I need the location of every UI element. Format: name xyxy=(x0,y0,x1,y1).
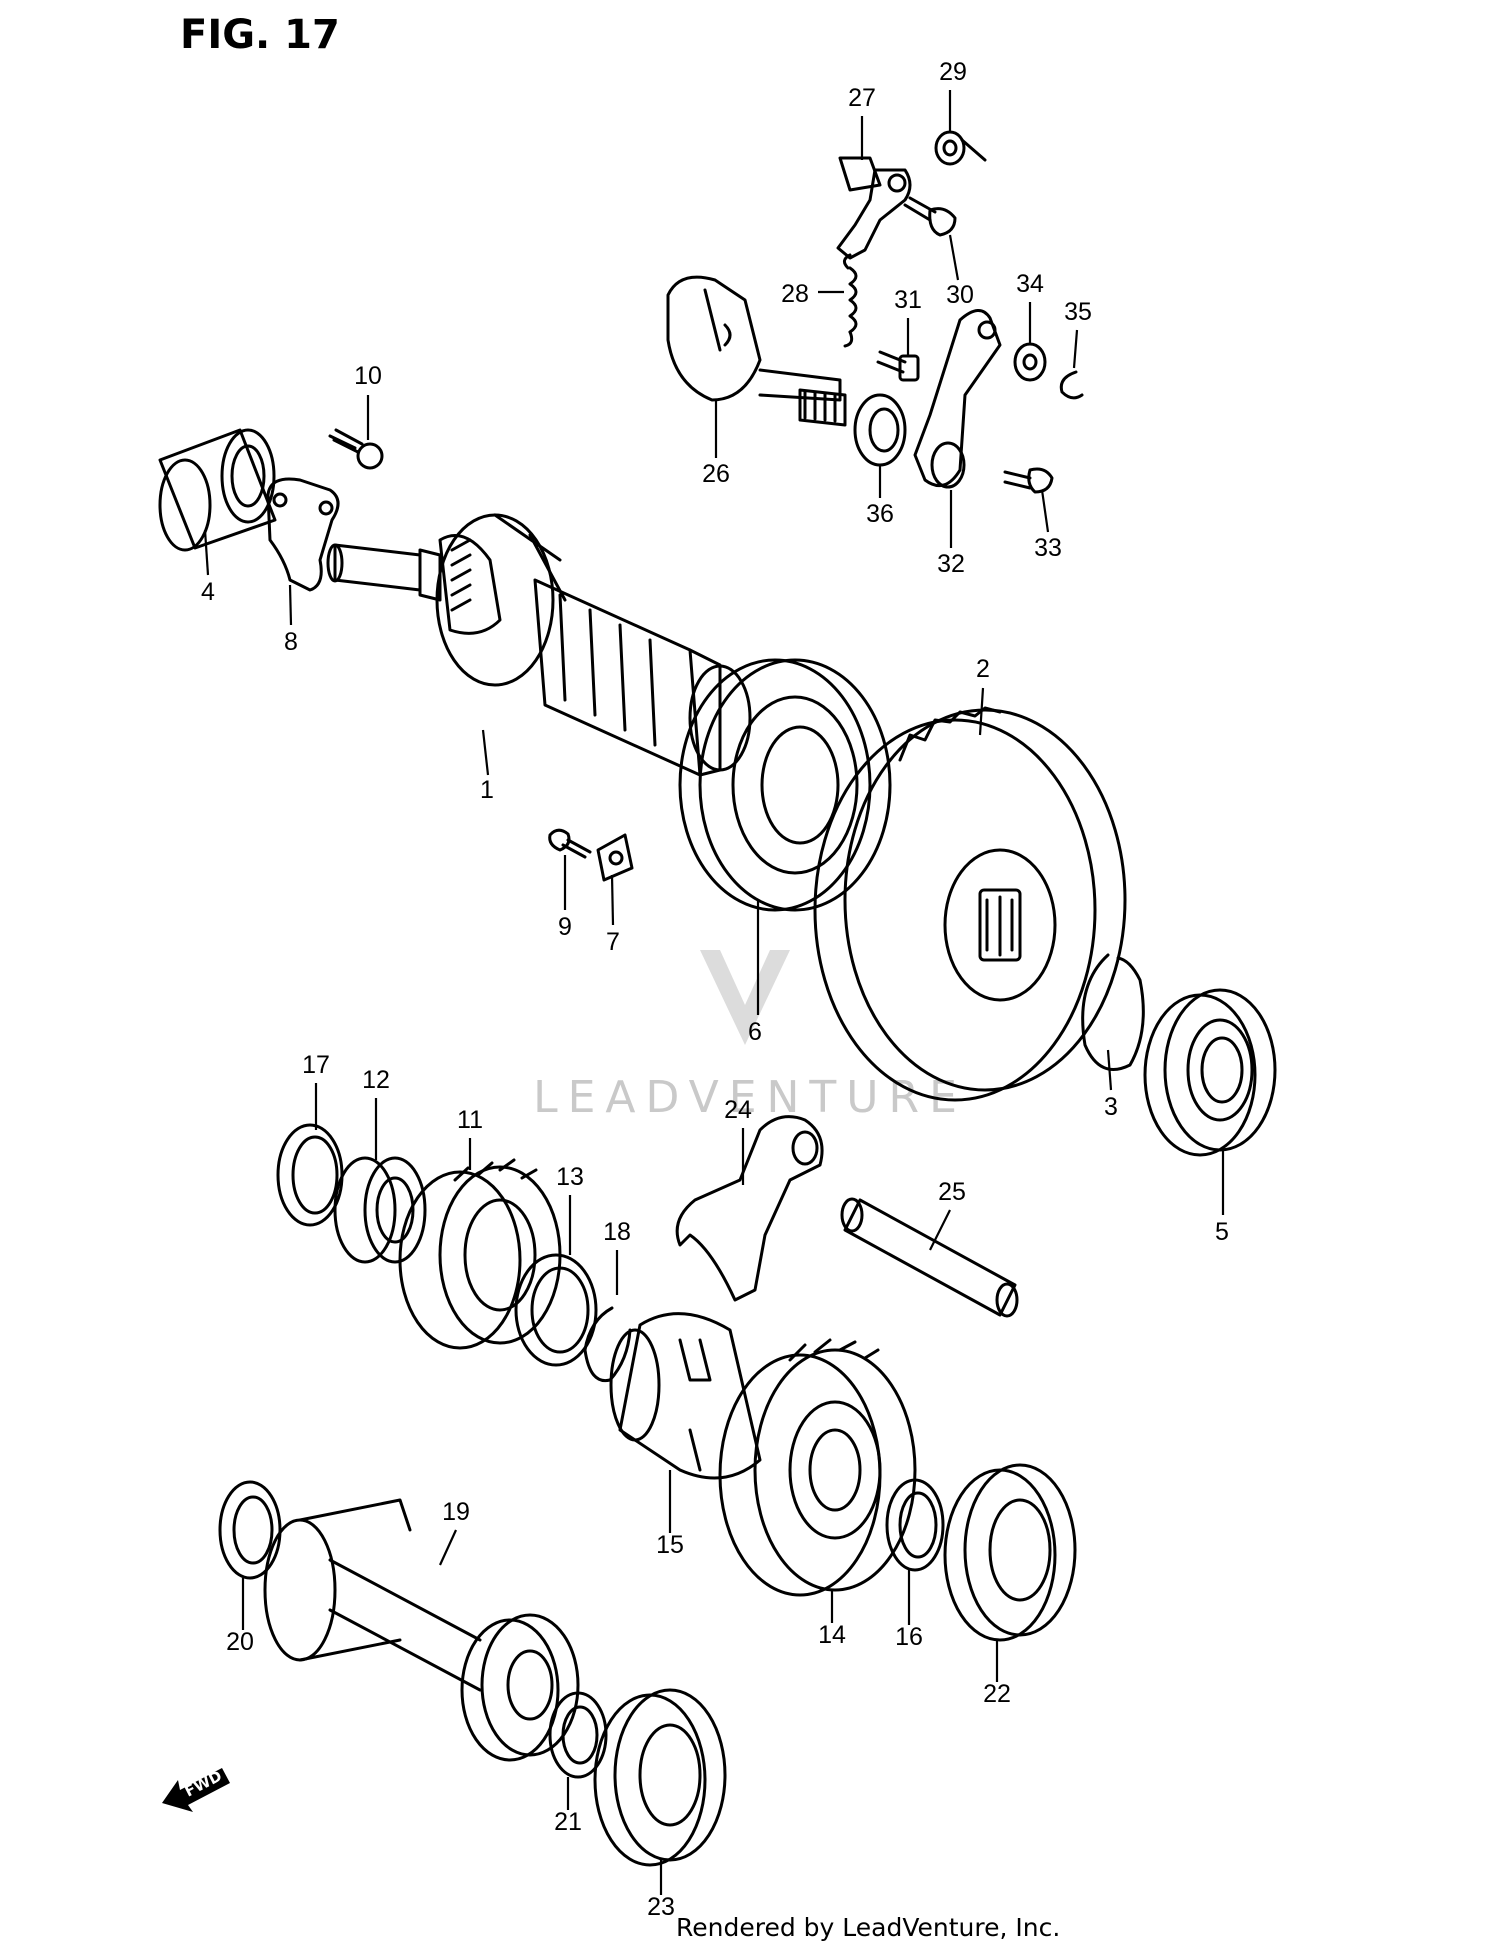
callout-23: 23 xyxy=(647,1893,675,1921)
part-14-gear xyxy=(718,1338,917,1597)
forward-direction-arrow: FWD xyxy=(162,1767,230,1812)
callout-33: 33 xyxy=(1034,534,1062,562)
part-31-bolt xyxy=(876,350,920,382)
part-28-spring xyxy=(843,253,858,348)
part-17-shim xyxy=(276,1123,344,1227)
part-32-shift-lever xyxy=(913,309,1002,489)
callout-16: 16 xyxy=(895,1623,923,1651)
callout-12: 12 xyxy=(362,1066,390,1094)
callout-34: 34 xyxy=(1016,270,1044,298)
callout-15: 15 xyxy=(656,1531,684,1559)
part-22-ball-bearing xyxy=(943,1463,1077,1642)
callout-30: 30 xyxy=(946,281,974,309)
part-10-screw xyxy=(328,428,384,470)
callout-4: 4 xyxy=(201,578,215,606)
part-8-retainer-plate xyxy=(266,477,340,592)
part-21-washer xyxy=(548,1691,608,1779)
callout-7: 7 xyxy=(606,928,620,956)
part-35-circlip xyxy=(1059,370,1084,400)
part-3-circlip xyxy=(1081,953,1145,1071)
part-16-washer xyxy=(885,1478,945,1572)
watermark-text: LEADVENTURE xyxy=(533,1072,967,1123)
callout-22: 22 xyxy=(983,1680,1011,1708)
part-19-driveshaft xyxy=(263,1498,580,1762)
part-25-fork-shaft xyxy=(840,1197,1019,1318)
part-26-gearshift-shaft xyxy=(666,275,847,427)
callout-9: 9 xyxy=(558,913,572,941)
callout-26: 26 xyxy=(702,460,730,488)
figure-title: FIG. 17 xyxy=(180,12,340,58)
callout-29: 29 xyxy=(939,58,967,86)
part-9-bolt xyxy=(548,828,592,859)
callout-8: 8 xyxy=(284,628,298,656)
part-5-ball-bearing xyxy=(1143,988,1277,1157)
part-2-driven-gear xyxy=(813,706,1127,1102)
leader-lines xyxy=(203,90,1225,1895)
part-29-washer xyxy=(934,130,987,166)
callout-35: 35 xyxy=(1064,298,1092,326)
render-credit: Rendered by LeadVenture, Inc. xyxy=(676,1913,1060,1942)
callout-27: 27 xyxy=(848,84,876,112)
callout-2: 2 xyxy=(976,655,990,683)
part-30-bolt xyxy=(903,196,957,237)
callout-31: 31 xyxy=(894,286,922,314)
callout-5: 5 xyxy=(1215,1218,1229,1246)
callout-32: 32 xyxy=(937,550,965,578)
callout-11: 11 xyxy=(457,1106,483,1134)
part-27-shift-arm xyxy=(836,156,912,260)
part-15-dog-gear xyxy=(609,1312,762,1480)
part-18-circlip xyxy=(583,1306,632,1383)
callout-24: 24 xyxy=(724,1096,752,1124)
callout-18: 18 xyxy=(603,1218,631,1246)
callout-1: 1 xyxy=(480,776,494,804)
part-12-bushing xyxy=(333,1156,427,1264)
watermark: LEADVENTURE xyxy=(533,950,967,1123)
part-13-washer xyxy=(514,1253,598,1367)
callout-14: 14 xyxy=(818,1621,846,1649)
callout-17: 17 xyxy=(302,1051,330,1079)
part-24-shift-fork xyxy=(675,1115,824,1302)
callout-6: 6 xyxy=(748,1018,762,1046)
part-7-washer-plate xyxy=(596,833,634,882)
callout-3: 3 xyxy=(1104,1093,1118,1121)
part-20-washer xyxy=(218,1480,282,1580)
part-6-ball-bearing xyxy=(678,658,892,912)
callout-20: 20 xyxy=(226,1628,254,1656)
part-34-washer xyxy=(1013,342,1047,382)
callout-19: 19 xyxy=(442,1498,470,1526)
callout-13: 13 xyxy=(556,1163,584,1191)
callout-25: 25 xyxy=(938,1178,966,1206)
callout-36: 36 xyxy=(866,500,894,528)
callout-21: 21 xyxy=(554,1808,582,1836)
part-4-needle-bearing xyxy=(158,428,277,552)
part-36-oil-seal xyxy=(853,393,907,467)
part-23-ball-bearing xyxy=(593,1688,727,1867)
callout-10: 10 xyxy=(354,362,382,390)
part-11-gear xyxy=(398,1158,562,1350)
callout-labels: 1 2 3 4 5 6 7 8 9 10 11 12 13 14 15 16 1… xyxy=(201,58,1229,1921)
callout-28: 28 xyxy=(781,280,809,308)
part-33-bolt xyxy=(1003,467,1054,494)
